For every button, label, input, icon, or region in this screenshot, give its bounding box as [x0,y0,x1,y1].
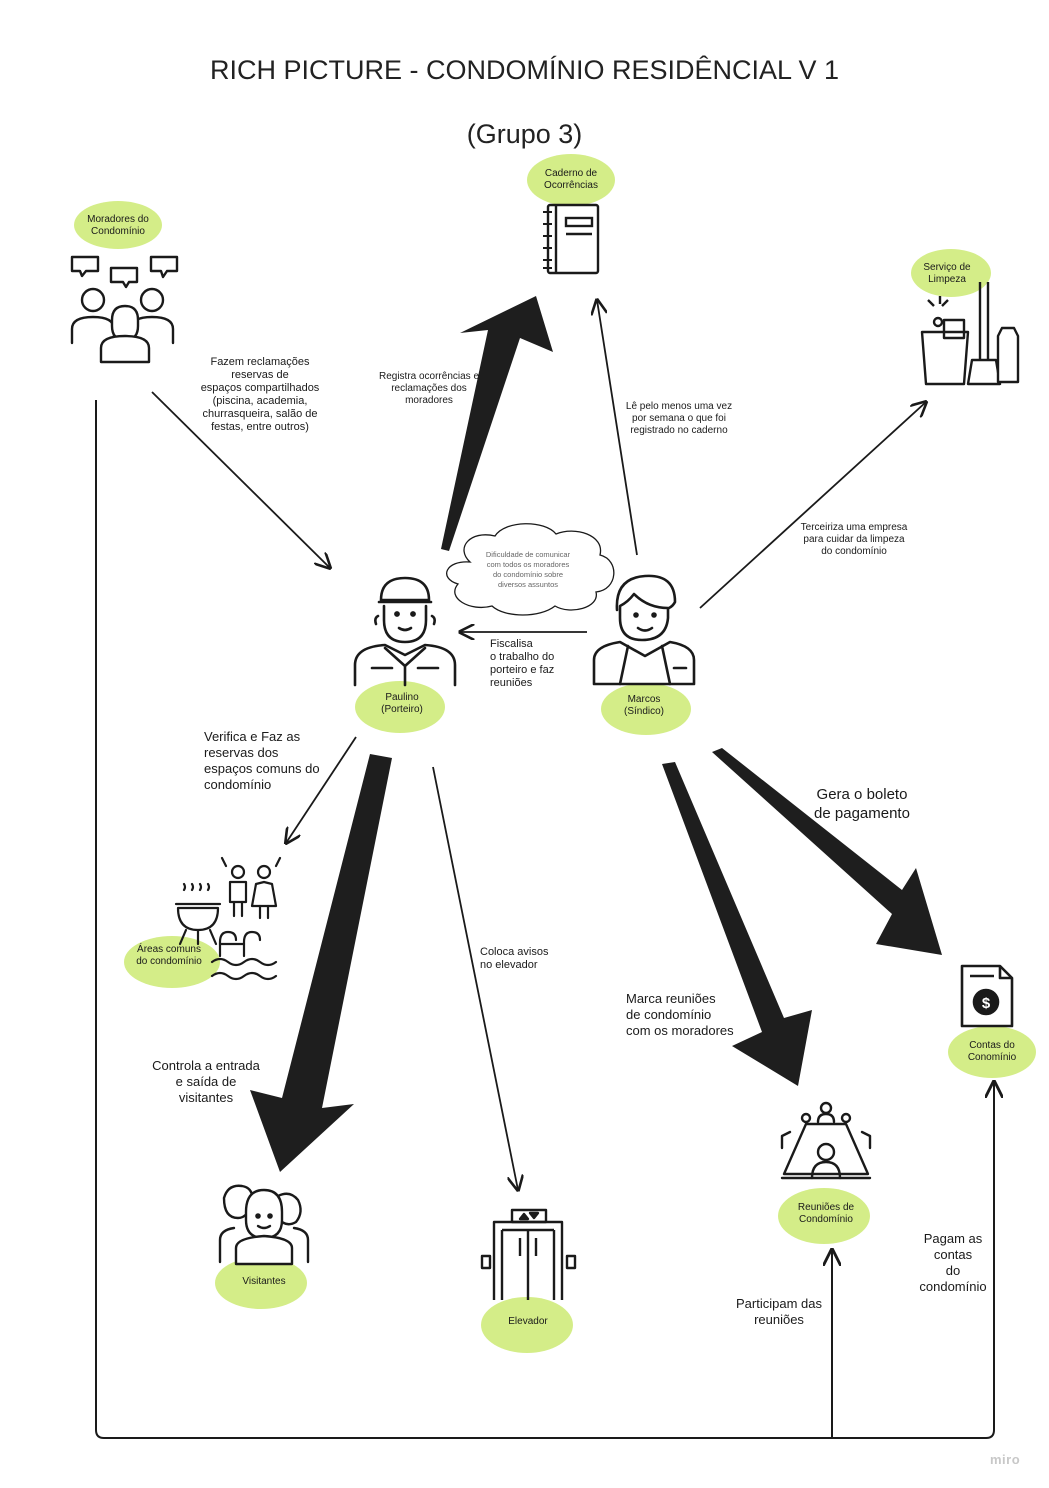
node-label-paulino: Paulino (Porteiro) [381,692,423,715]
node-label-marcos: Marcos (Síndico) [623,694,664,717]
edge-label-marca: Marca reuniões de condomínio com os mora… [626,991,734,1038]
node-label-visitantes: Visitantes [242,1276,286,1287]
bold-arrow-marca [662,762,812,1086]
edge-label-participam: Participam das reuniões [736,1296,822,1327]
elevator-icon [480,1208,577,1300]
miro-watermark: miro [990,1452,1021,1467]
manager-icon [592,574,696,686]
bill-dollar-icon: $ [960,964,1014,1028]
svg-text:$: $ [982,995,991,1012]
cloud-shape [446,523,615,616]
edge-label-boleto: Gera o boleto de pagamento [814,786,910,822]
edge-label-reclamacoes: Fazem reclamações reservas de espaços co… [200,356,320,433]
edge-label-registra: Registra ocorrências e reclamações dos m… [378,371,480,406]
node-label-contas: Contas do Conomínio [967,1040,1017,1063]
edge-label-terceiriza: Terceiriza uma empresa para cuidar da li… [800,522,908,557]
edge-label-le: Lê pelo menos uma vez por semana o que f… [625,401,733,436]
node-label-moradores: Moradores do Condomínio [87,214,149,237]
bold-arrow-controla [250,754,392,1172]
bold-arrow-registra [441,296,553,551]
bottom-connectors [95,400,994,1439]
edge-label-controla: Controla a entrada e saída de visitantes [152,1058,260,1105]
visitors-group-icon [218,1184,310,1266]
meeting-table-icon [780,1101,872,1180]
node-label-elevador: Elevador [508,1316,548,1327]
title-line-1: RICH PICTURE - CONDOMÍNIO RESIDÊNCIAL V … [209,55,840,85]
node-label-areas: Áreas comuns do condomínio [136,944,202,967]
edge-label-avisos: Coloca avisos no elevador [480,946,549,971]
cleaning-bucket-icon [920,282,1020,386]
edge-label-pagam: Pagam as contas do condomínio [919,1231,987,1294]
bold-arrows [250,296,942,1172]
porter-icon [353,576,457,687]
speech-bubbles-people-icon [70,255,179,364]
node-label-caderno: Caderno de Ocorrências [544,168,598,191]
node-label-reunioes: Reuniões de Condomínio [797,1202,855,1225]
cloud-text: Dificuldade de comunicar com todos os mo… [485,550,571,589]
notebook-icon [543,203,600,275]
diagram-title: RICH PICTURE - CONDOMÍNIO RESIDÊNCIAL V … [0,22,1049,182]
bold-arrow-boleto [712,748,942,955]
highlight-blobs [74,154,1036,1353]
bbq-pool-icon [174,856,282,981]
edge-label-verifica: Verifica e Faz as reservas dos espaços c… [204,729,320,792]
node-label-limpeza: Serviço de Limpeza [923,262,971,285]
thin-arrows [151,300,926,1190]
edge-label-fiscaliza: Fiscalisa o trabalho do porteiro e faz r… [490,638,555,689]
title-line-2: (Grupo 3) [466,119,583,149]
